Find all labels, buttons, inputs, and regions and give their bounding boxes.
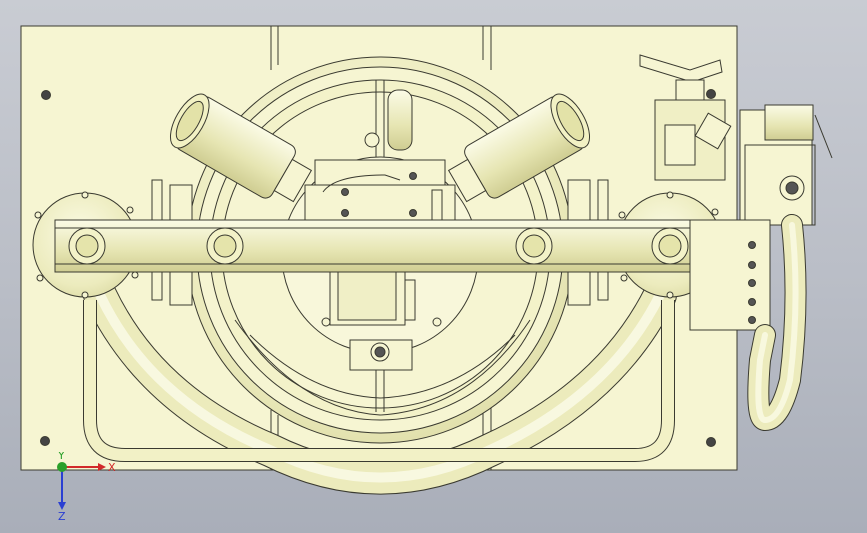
right-cylinder[interactable] <box>443 88 598 212</box>
orientation-triad[interactable]: X Y Z <box>48 452 118 522</box>
side-hose[interactable] <box>747 214 807 432</box>
y-axis-dot <box>57 462 67 472</box>
z-arrowhead <box>58 502 66 510</box>
mount-hole-bl <box>40 436 50 446</box>
y-axis-label: Y <box>57 452 65 462</box>
bottom-motor[interactable] <box>321 264 442 371</box>
control-valve-assembly[interactable] <box>639 54 833 331</box>
x-axis-label: X <box>108 461 116 474</box>
mount-hole-tl <box>41 90 51 100</box>
crossbar-beam[interactable] <box>54 219 704 273</box>
x-arrowhead <box>98 463 106 471</box>
left-cylinder[interactable] <box>163 88 318 212</box>
u-tube[interactable] <box>83 278 677 495</box>
mount-hole-tr <box>706 89 716 99</box>
z-axis-label: Z <box>58 510 66 522</box>
mount-hole-br <box>706 437 716 447</box>
